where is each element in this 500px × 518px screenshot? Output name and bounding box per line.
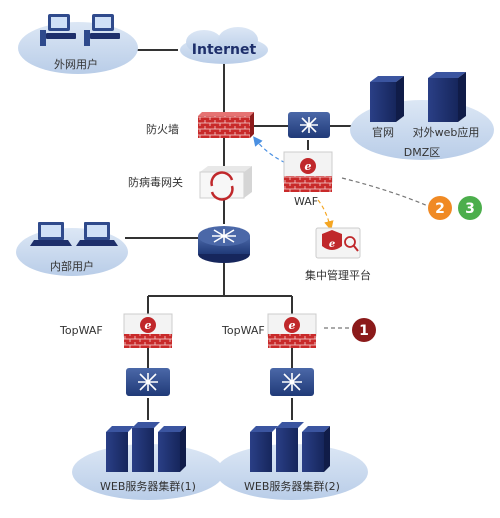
topwaf-2-label: TopWAF — [221, 324, 265, 337]
waf-appliance-icon: e — [283, 151, 333, 192]
external-users-label: 外网用户 — [54, 57, 98, 71]
svg-text:e: e — [289, 319, 296, 332]
server-icon — [276, 422, 304, 472]
waf-label: WAF — [294, 195, 318, 208]
firewall-icon — [198, 112, 254, 138]
badge-3-number: 3 — [465, 201, 475, 217]
cluster-2-switch-icon — [270, 368, 314, 396]
cluster-2-label: WEB服务器集群(2) — [244, 479, 340, 493]
cluster-1-label: WEB服务器集群(1) — [100, 479, 196, 493]
management-platform-icon: e — [315, 227, 361, 259]
internet-label: Internet — [192, 42, 257, 58]
antivirus-gateway-label: 防病毒网关 — [128, 175, 183, 189]
topwaf-1-icon: e — [123, 313, 173, 348]
badge-2: 2 — [428, 196, 452, 220]
dmz-label: DMZ区 — [404, 146, 441, 159]
svg-text:e: e — [329, 239, 335, 250]
external-users-group: 外网用户 — [18, 14, 138, 74]
server-cluster-1: WEB服务器集群(1) — [72, 422, 224, 500]
internet-cloud: Internet — [180, 27, 268, 64]
internal-users-label: 内部用户 — [50, 259, 94, 273]
desktop-icon — [40, 14, 76, 46]
firewall-label: 防火墙 — [146, 122, 179, 136]
dmz-switch-icon — [288, 112, 330, 138]
badge-1-circle — [352, 318, 376, 342]
waf-to-badges-dashed-line — [341, 177, 429, 207]
magnifier-icon — [344, 236, 356, 248]
dmz-zone: 官网 对外web应用 DMZ区 — [350, 72, 494, 160]
svg-text:e: e — [305, 160, 312, 173]
external-web-label: 对外web应用 — [413, 125, 480, 139]
server-icon — [302, 426, 330, 472]
laptop-icon — [76, 222, 118, 246]
badge-2-number: 2 — [435, 201, 445, 217]
management-flows — [253, 136, 429, 329]
desktop-icon — [84, 14, 120, 46]
svg-text:e: e — [145, 319, 152, 332]
official-site-label: 官网 — [372, 125, 394, 139]
antivirus-gateway-icon — [199, 166, 252, 201]
server-icon — [370, 76, 404, 122]
topwaf-2-icon: e — [267, 313, 317, 348]
server-icon — [428, 72, 466, 122]
server-icon — [132, 422, 160, 472]
topwaf-1-label: TopWAF — [59, 324, 103, 337]
core-router-icon — [198, 226, 250, 263]
badge-3: 3 — [458, 196, 482, 220]
server-icon — [106, 426, 134, 472]
mgmt-platform-label: 集中管理平台 — [305, 268, 371, 282]
badge-1-number: 1 — [359, 323, 369, 339]
laptop-icon — [30, 222, 72, 246]
server-icon — [250, 426, 278, 472]
badge-2-circle — [428, 196, 452, 220]
internal-users-group: 内部用户 — [16, 222, 128, 276]
server-icon — [158, 426, 186, 472]
server-cluster-2: WEB服务器集群(2) — [216, 422, 368, 500]
connections — [125, 49, 362, 420]
waf-to-mgmt-dashed-arrow — [317, 199, 334, 231]
cluster-1-switch-icon — [126, 368, 170, 396]
badge-1: 1 — [352, 318, 376, 342]
badge-3-circle — [458, 196, 482, 220]
